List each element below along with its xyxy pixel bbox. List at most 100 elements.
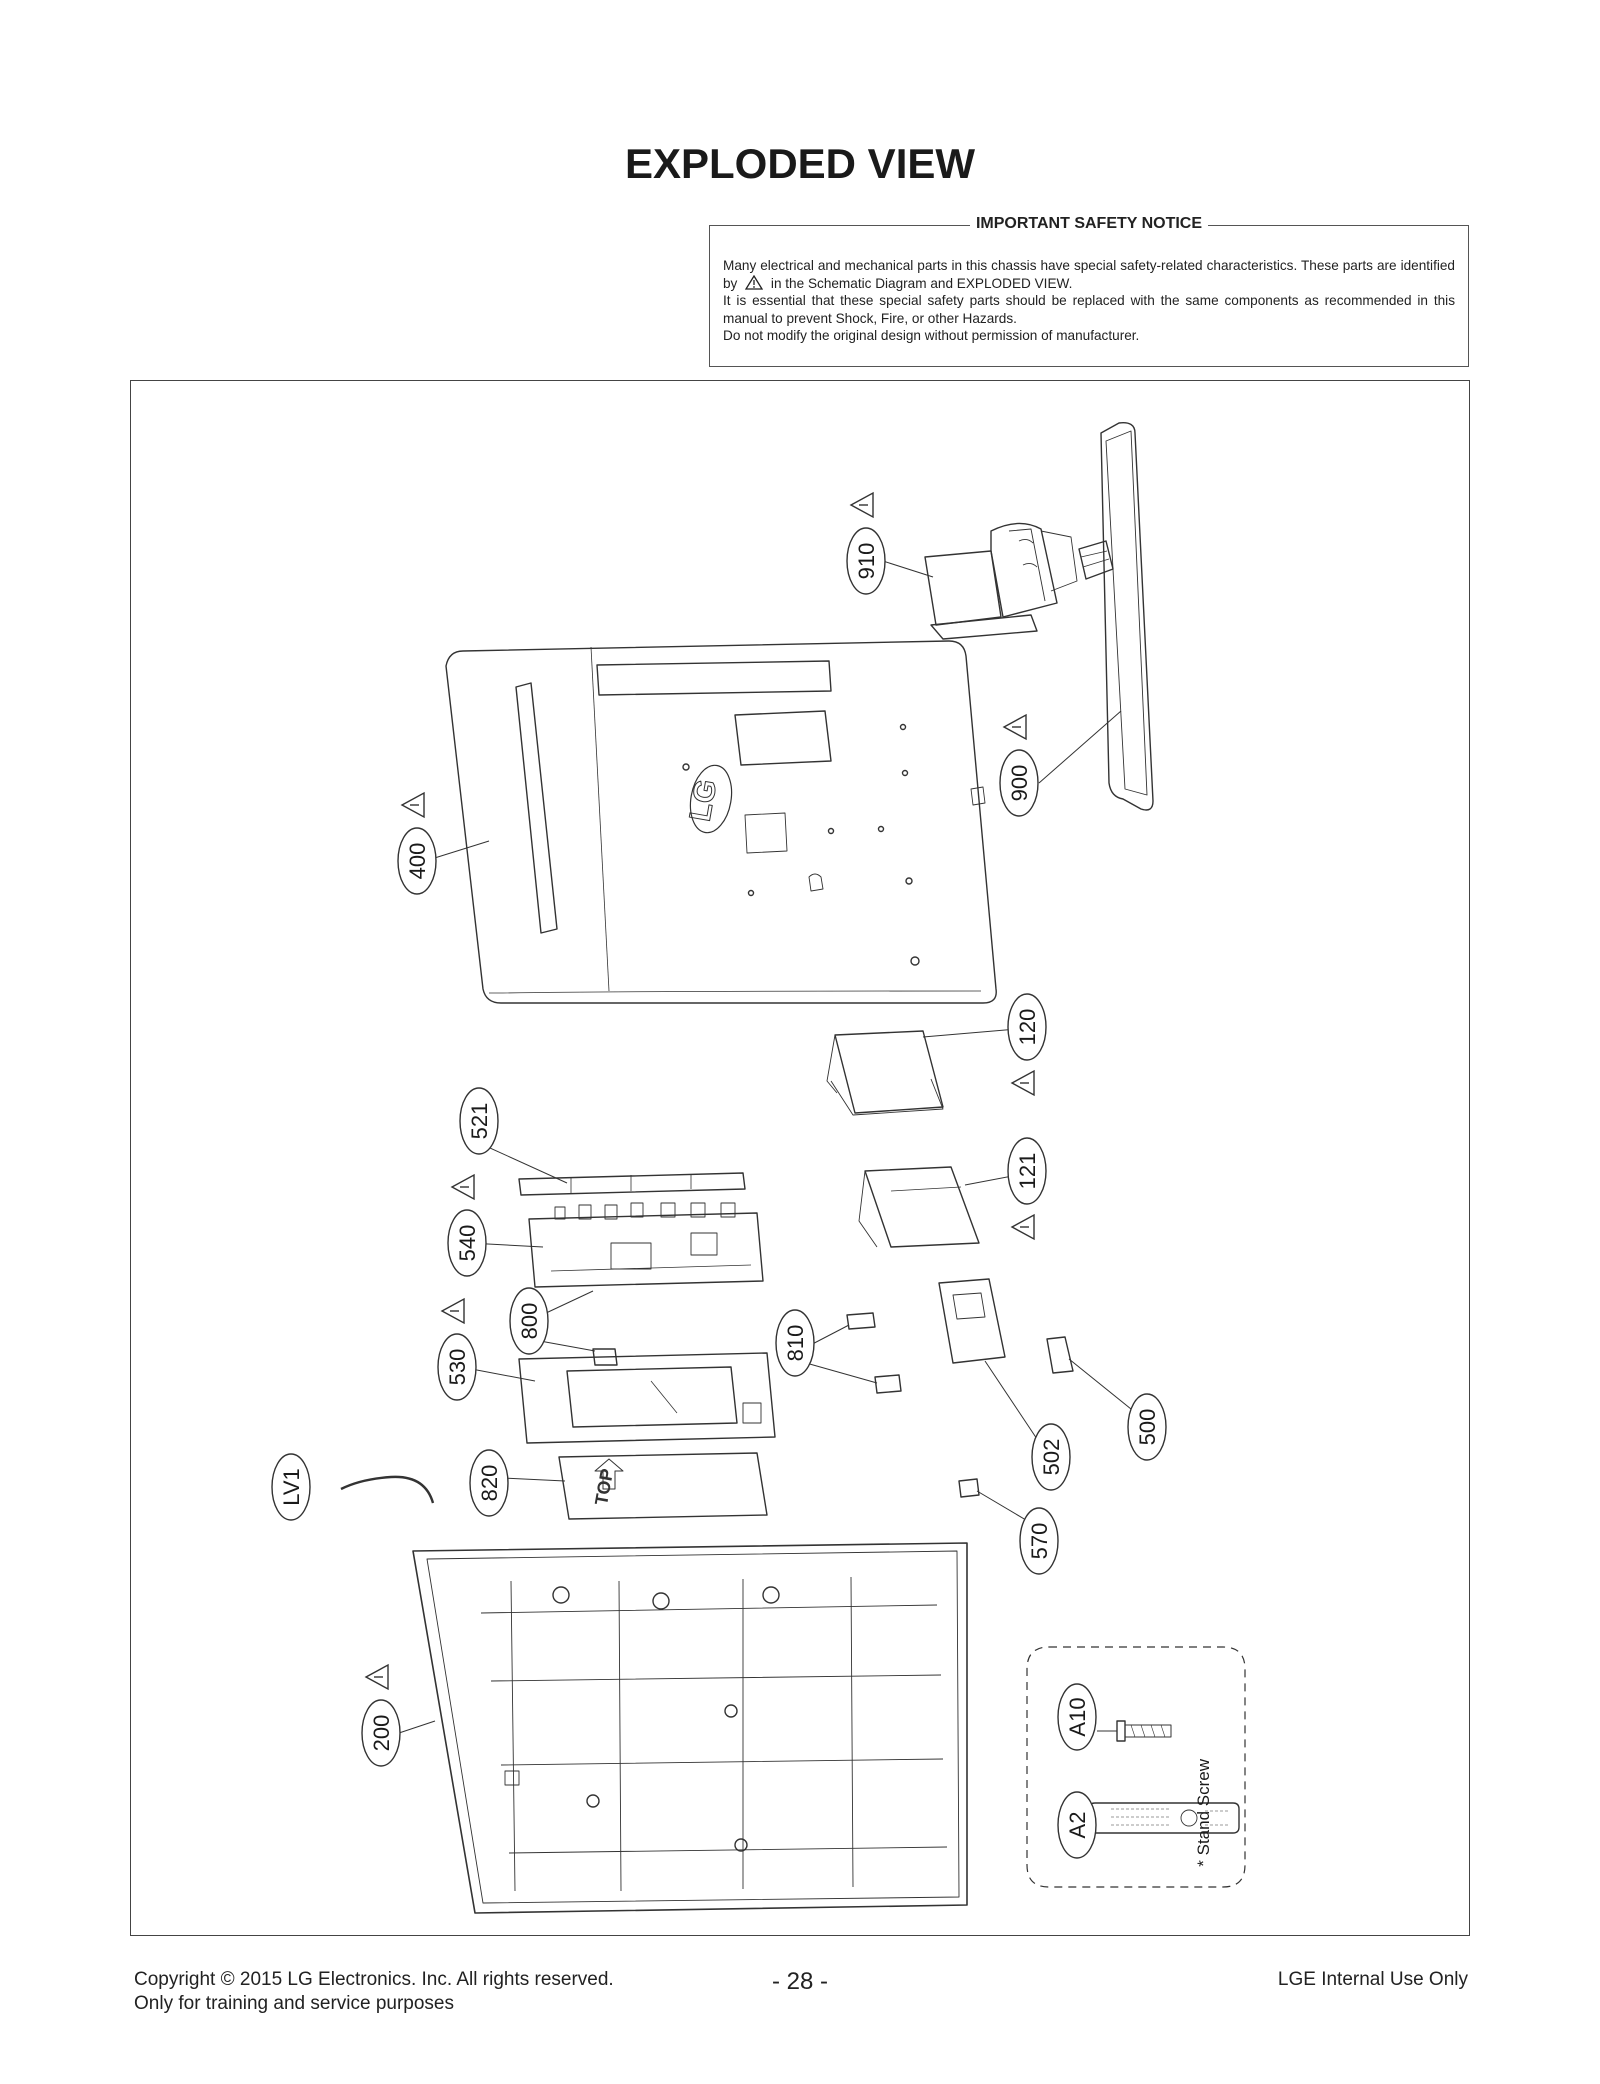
exploded-diagram: LG (271, 422, 1246, 1914)
callout-label: 530 (445, 1349, 470, 1386)
back-cover-drawing (445, 640, 997, 1004)
safety-triangle-icon (450, 1173, 475, 1201)
callout-label: 502 (1039, 1439, 1064, 1476)
callout-540: 540 (447, 1173, 487, 1277)
callout-ellipse (469, 1449, 509, 1517)
stand-body-drawing (924, 522, 1078, 640)
callout-label: 200 (369, 1715, 394, 1752)
callout-label: 800 (517, 1303, 542, 1340)
footer-internal: LGE Internal Use Only (1277, 1969, 1468, 1990)
safety-notice-line-3: Do not modify the original design withou… (723, 328, 1140, 343)
callout-120: 120 (1007, 993, 1047, 1097)
stand-cover-drawing (826, 1030, 944, 1116)
callout-ellipse (1019, 1507, 1059, 1575)
stand-screw-drawing (1116, 1720, 1172, 1742)
callout-ellipse (846, 527, 886, 595)
label-sheet-text: TOP (591, 1467, 617, 1507)
speaker-bracket-drawing (592, 1312, 902, 1394)
safety-triangle-icon (364, 1663, 389, 1691)
callout-label: 810 (783, 1325, 808, 1362)
warning-triangle-icon (745, 274, 764, 290)
safety-triangle-icon (400, 791, 425, 819)
small-parts-drawing (938, 1278, 1074, 1498)
callout-a2: A2 (1057, 1791, 1097, 1859)
callout-900: 900 (999, 713, 1039, 817)
callout-810: 810 (775, 1309, 815, 1377)
callout-ellipse (1057, 1791, 1097, 1859)
callout-label: A10 (1065, 1697, 1090, 1736)
callout-400: 400 (397, 791, 437, 895)
safety-notice-title: IMPORTANT SAFETY NOTICE (969, 215, 1209, 232)
safety-notice-box: IMPORTANT SAFETY NOTICE Many electrical … (709, 215, 1469, 367)
callout-ellipse (775, 1309, 815, 1377)
lvds-cable-drawing (340, 1475, 435, 1504)
stand-screw-note: * Stand Screw (1194, 1758, 1213, 1866)
safety-triangle-icon (1010, 1213, 1035, 1241)
callout-ellipse (271, 1453, 311, 1521)
callout-label: 120 (1015, 1009, 1040, 1046)
callout-121: 121 (1007, 1137, 1047, 1241)
callout-ellipse (1007, 993, 1047, 1061)
callout-ellipse (361, 1699, 401, 1767)
callout-label: 910 (854, 543, 879, 580)
safety-notice-paragraph-1: Many electrical and mechanical parts in … (723, 257, 1455, 292)
callout-910: 910 (846, 491, 886, 595)
stand-base-drawing (1078, 422, 1154, 811)
safety-triangle-icon (1002, 713, 1027, 741)
accessories-box (1026, 1646, 1246, 1888)
safety-notice-body: Many electrical and mechanical parts in … (723, 257, 1455, 345)
power-board-drawing (518, 1352, 776, 1444)
callout-530: 530 (437, 1297, 477, 1401)
callout-label: 500 (1135, 1409, 1160, 1446)
callout-ellipse (1057, 1683, 1097, 1751)
main-board-drawing (528, 1202, 764, 1288)
callout-570: 570 (1019, 1507, 1059, 1575)
callout-a10: A10 (1057, 1683, 1097, 1751)
footer-purpose: Only for training and service purposes (134, 1993, 454, 2014)
callout-lv1: LV1 (271, 1453, 311, 1521)
safety-triangle-icon (849, 491, 874, 519)
callout-label: 820 (477, 1465, 502, 1502)
callout-label: 570 (1027, 1523, 1052, 1560)
safety-notice-line-1: Many electrical and mechanical parts in … (723, 258, 1455, 291)
callout-800: 800 (509, 1287, 549, 1355)
callout-500: 500 (1127, 1393, 1167, 1461)
callout-label: 400 (405, 843, 430, 880)
panel-module-drawing (412, 1542, 968, 1914)
callout-ellipse (509, 1287, 549, 1355)
remote-control-drawing (1088, 1802, 1240, 1834)
callout-ellipse (397, 827, 437, 895)
callout-label: A2 (1065, 1812, 1090, 1839)
callout-ellipse (1127, 1393, 1167, 1461)
callout-ellipse (459, 1087, 499, 1155)
callout-ellipse (447, 1209, 487, 1277)
callout-ellipse (1007, 1137, 1047, 1205)
callout-502: 502 (1031, 1423, 1071, 1491)
callout-label: LV1 (279, 1468, 304, 1506)
safety-triangle-icon (440, 1297, 465, 1325)
safety-triangle-icon (1010, 1069, 1035, 1097)
callout-ellipse (999, 749, 1039, 817)
back-cover-logo: LG (684, 777, 724, 824)
callout-label: 121 (1015, 1153, 1040, 1190)
safety-notice-title-wrap: IMPORTANT SAFETY NOTICE (710, 215, 1468, 233)
safety-notice-line-2: It is essential that these special safet… (723, 293, 1455, 326)
safety-notice-line-1-tail: in the Schematic Diagram and EXPLODED VI… (770, 275, 1073, 291)
callout-ellipse (1031, 1423, 1071, 1491)
callout-label: 540 (455, 1225, 480, 1262)
callout-820: 820 (469, 1449, 509, 1517)
exploded-diagram-frame: LG (130, 380, 1470, 1936)
callout-200: 200 (361, 1663, 401, 1767)
label-sheet-drawing (558, 1452, 768, 1520)
callout-label: 900 (1007, 765, 1032, 802)
page-number: - 28 - (771, 1968, 828, 1995)
callout-521: 521 (459, 1087, 499, 1155)
stand-cover-lower-drawing (858, 1166, 980, 1248)
callout-ellipse (437, 1333, 477, 1401)
page-title: EXPLODED VIEW (624, 140, 976, 187)
callout-label: 521 (467, 1103, 492, 1140)
frame-bracket-drawing (518, 1172, 746, 1196)
footer-copyright: Copyright © 2015 LG Electronics. Inc. Al… (134, 1969, 614, 1990)
footer-copyright-block: Copyright © 2015 LG Electronics. Inc. Al… (134, 1968, 614, 2016)
